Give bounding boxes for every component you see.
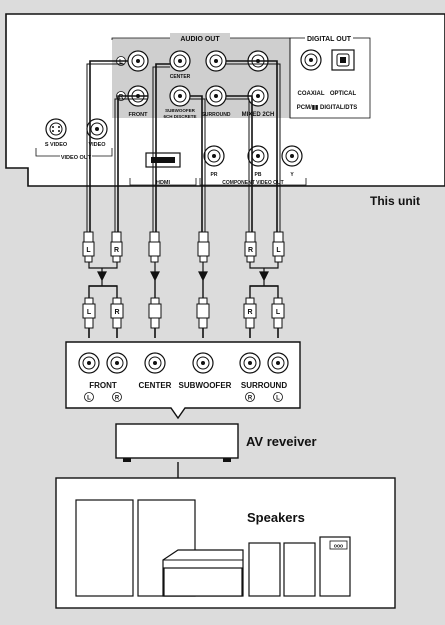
plug-label-l: L	[87, 309, 92, 316]
pr-jack	[203, 145, 225, 167]
this-unit-label: This unit	[370, 194, 420, 208]
lower-cables	[88, 280, 279, 298]
optical-label: OPTICAL	[330, 91, 357, 97]
subwoofer-jack	[169, 85, 191, 107]
front-label: FRONT	[129, 112, 149, 118]
s-video-label: S VIDEO	[45, 142, 68, 148]
receiver-surround-l-jack	[267, 352, 289, 374]
audio-out-label: AUDIO OUT	[180, 36, 220, 43]
center-jack	[169, 50, 191, 72]
mixed-label: MIXED 2CH	[242, 112, 275, 118]
video-out-label: VIDEO OUT	[61, 155, 92, 161]
speakers-box: ooo	[55, 477, 396, 609]
jack-l-marker: L	[119, 60, 123, 66]
hdmi-label: HDMI	[156, 180, 171, 186]
receiver-front-label: FRONT	[89, 381, 117, 390]
pcm-label: PCM/▮▮ DIGITAL/DTS	[297, 105, 358, 111]
pr-label: PR	[211, 172, 218, 178]
upper-plugs: L R R L	[82, 231, 285, 263]
speaker-display: ooo	[334, 544, 343, 550]
component-label: COMPONENT VIDEO OUT	[222, 180, 283, 186]
receiver-front-r-jack	[106, 352, 128, 374]
surround-label: SURROUND	[202, 112, 231, 118]
receiver-center-label: CENTER	[139, 381, 172, 390]
av-receiver-label: AV reveiver	[246, 434, 317, 449]
plug-surround-r-bottom: R	[243, 297, 257, 338]
subwoofer-label: SUBWOOFER	[165, 108, 195, 113]
optical-jack	[331, 49, 355, 71]
receiver-surround-r-jack	[239, 352, 261, 374]
receiver-l-marker: L	[87, 396, 91, 402]
plug-surround-r-top: R	[244, 231, 257, 263]
plug-center-bottom	[148, 297, 162, 338]
player-rear-panel: AUDIO OUT DIGITAL OUT	[5, 13, 445, 187]
plug-front-l-bottom: L	[82, 297, 96, 338]
receiver-front-l-jack	[78, 352, 100, 374]
mixed-r-jack	[247, 85, 269, 107]
plug-label-r: R	[114, 247, 119, 254]
plug-label-r: R	[247, 309, 252, 316]
plug-label-l: L	[276, 309, 281, 316]
cable-wires	[86, 60, 281, 232]
video-label: VIDEO	[88, 142, 106, 148]
jack-r-marker: R	[119, 95, 124, 101]
center-label: CENTER	[170, 74, 191, 80]
sixch-label: 6CH DISCRETE	[163, 114, 196, 119]
surround-r-jack	[205, 85, 227, 107]
coaxial-label: COAXIAL	[298, 91, 325, 97]
plug-center-top	[148, 231, 161, 263]
plug-front-r-top: R	[110, 231, 123, 263]
receiver-l-marker: L	[276, 396, 280, 402]
coaxial-jack	[300, 49, 322, 71]
s-video-jack	[45, 118, 67, 140]
lower-plugs: L R R	[82, 297, 285, 338]
video-jack	[86, 118, 108, 140]
receiver-r-marker: R	[248, 396, 253, 402]
plug-surround-l-bottom: L	[271, 297, 285, 338]
y-jack	[281, 145, 303, 167]
plug-subwoofer-bottom	[196, 297, 210, 338]
receiver-subwoofer-jack	[192, 352, 214, 374]
receiver-center-jack	[144, 352, 166, 374]
plug-label-r: R	[248, 247, 253, 254]
plug-subwoofer-top	[197, 231, 210, 263]
plug-front-l-top: L	[82, 231, 95, 263]
connection-arrows	[88, 262, 279, 287]
receiver-input-panel: FRONT CENTER SUBWOOFER SURROUND L R R L	[65, 341, 301, 420]
receiver-r-marker: R	[115, 396, 120, 402]
receiver-surround-label: SURROUND	[241, 381, 287, 390]
av-receiver-box	[115, 423, 239, 478]
plug-label-l: L	[276, 247, 281, 254]
plug-label-r: R	[114, 309, 119, 316]
front-l-jack	[127, 50, 149, 72]
plug-front-r-bottom: R	[110, 297, 124, 338]
surround-l-jack	[205, 50, 227, 72]
speakers-label: Speakers	[247, 510, 305, 525]
pb-jack	[247, 145, 269, 167]
pb-label: PB	[255, 172, 262, 178]
y-label: Y	[290, 172, 294, 178]
receiver-subwoofer-label: SUBWOOFER	[179, 381, 232, 390]
plug-label-l: L	[86, 247, 91, 254]
hdmi-port	[145, 152, 181, 168]
plug-surround-l-top: L	[272, 231, 285, 263]
digital-out-label: DIGITAL OUT	[307, 36, 352, 43]
